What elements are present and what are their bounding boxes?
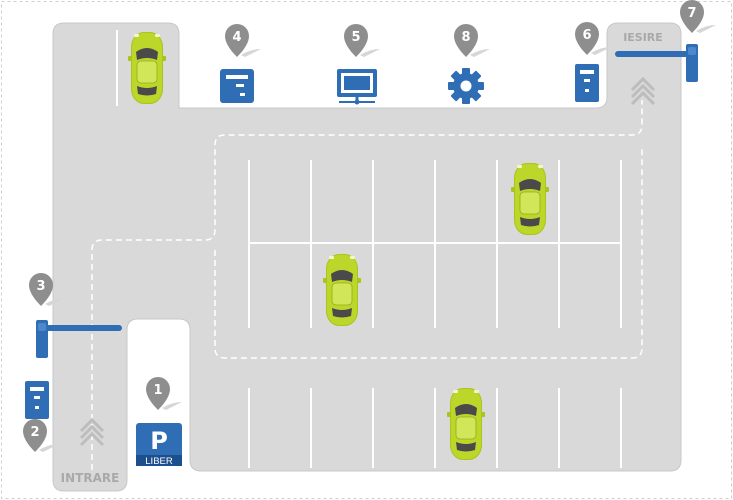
- entry-ticket-machine-icon[interactable]: [25, 381, 49, 419]
- marker-5-number: 5: [351, 30, 360, 45]
- marker-6-number: 6: [582, 28, 591, 43]
- entry-barrier[interactable]: [36, 320, 122, 358]
- marker-2-number: 2: [30, 425, 39, 440]
- exit-ticket-machine-icon[interactable]: [575, 64, 599, 102]
- marker-7[interactable]: 7: [680, 0, 716, 33]
- parking-status-sign: P LIBER: [136, 423, 182, 467]
- marker-8-number: 8: [461, 30, 470, 45]
- marker-4-number: 4: [232, 30, 241, 45]
- exit-label: IESIRE: [623, 31, 663, 44]
- parked-car-bottom: [446, 387, 486, 461]
- entrance-label: INTRARE: [61, 471, 120, 485]
- marker-3[interactable]: 3: [29, 273, 65, 306]
- marker-1-number: 1: [153, 383, 162, 398]
- parking-space-lines: [116, 30, 622, 468]
- marker-7-number: 7: [687, 6, 696, 21]
- inner-loop-route: [214, 145, 643, 359]
- marker-5[interactable]: 5: [344, 24, 380, 57]
- marker-8[interactable]: 8: [454, 24, 490, 57]
- parked-car-middle: [322, 253, 362, 327]
- server-terminal-icon[interactable]: [220, 69, 254, 103]
- marker-2[interactable]: 2: [23, 419, 59, 452]
- parking-sign-status: LIBER: [145, 456, 173, 467]
- marker-4[interactable]: 4: [225, 24, 261, 57]
- monitor-icon[interactable]: [337, 69, 377, 105]
- parked-car-right: [510, 162, 550, 236]
- parking-lot-floor: [52, 22, 682, 492]
- entry-route: [91, 100, 643, 470]
- gear-icon[interactable]: [448, 68, 484, 104]
- marker-1[interactable]: 1: [146, 377, 182, 410]
- marker-3-number: 3: [36, 279, 45, 294]
- exit-barrier[interactable]: [615, 44, 698, 82]
- parking-sign-letter: P: [150, 427, 168, 455]
- parked-car-top: [127, 31, 167, 105]
- marker-6[interactable]: 6: [575, 22, 611, 55]
